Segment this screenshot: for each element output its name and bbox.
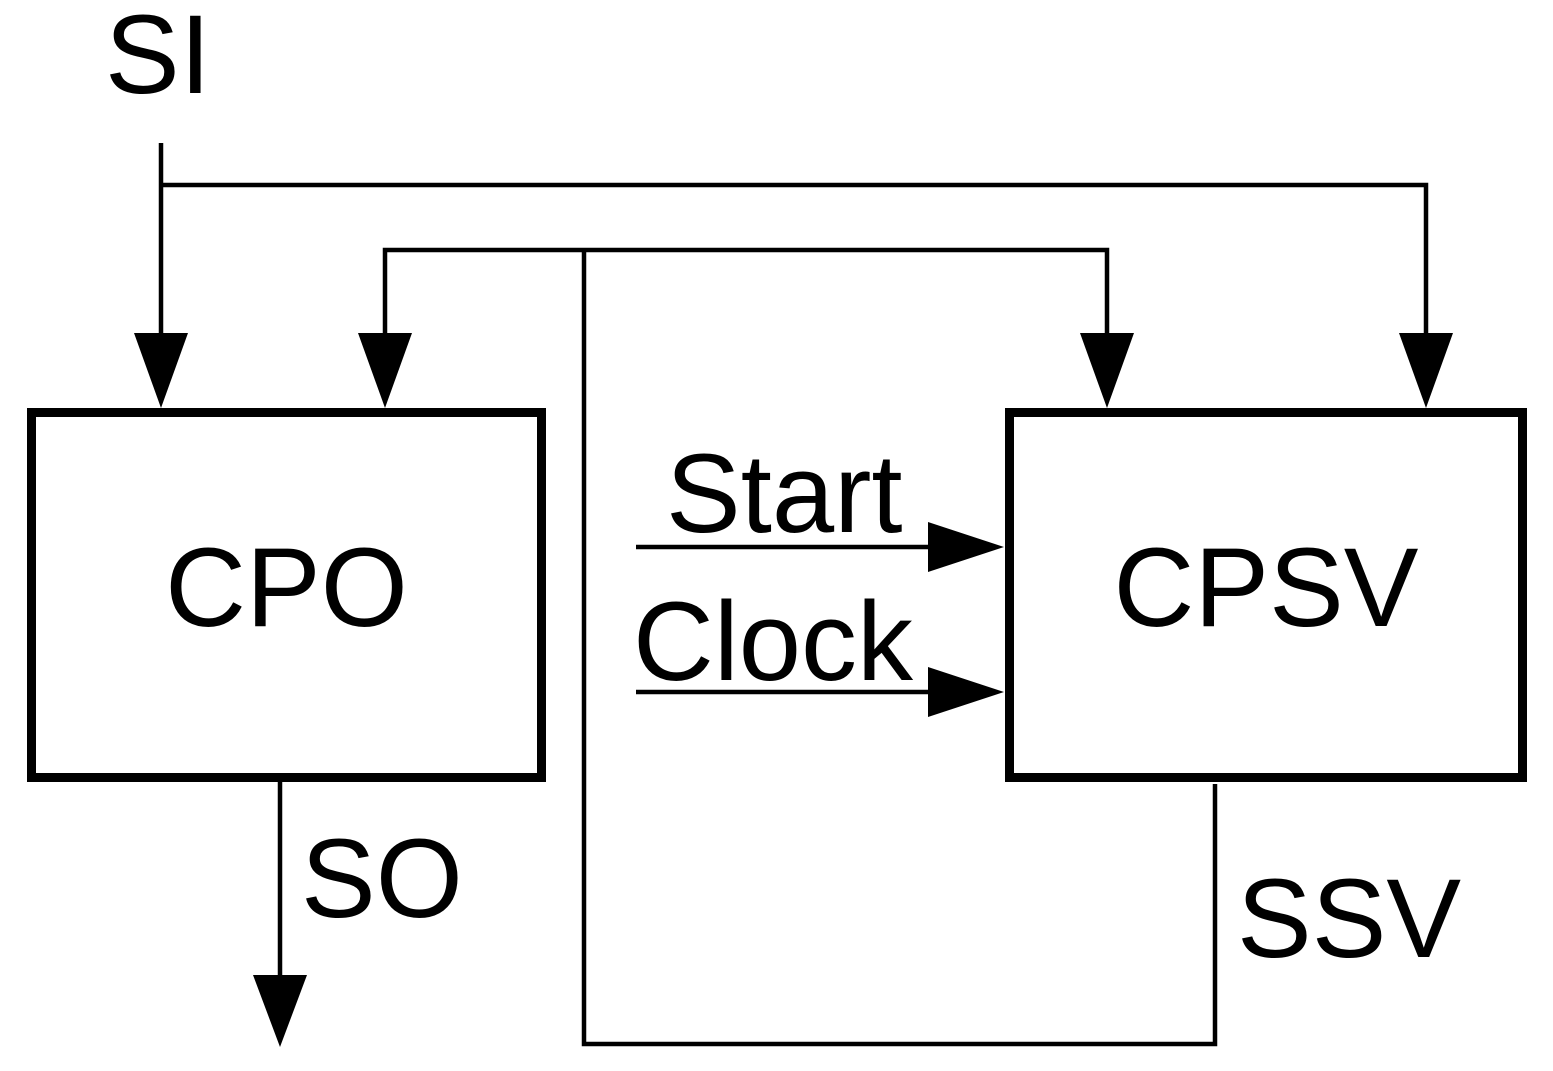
- start-signal-label: Start: [666, 431, 903, 556]
- ssv-cpo-arrowhead: [358, 333, 412, 408]
- si-cpsv-arrowhead: [1399, 333, 1453, 408]
- ssv-distribution-wire: [382, 247, 1110, 345]
- clock-signal-label: Clock: [633, 579, 914, 704]
- ssv-signal-label: SSV: [1237, 856, 1462, 981]
- si-cpo-arrowhead: [134, 333, 188, 408]
- so-signal-label: SO: [301, 816, 463, 941]
- start-arrowhead: [928, 522, 1004, 572]
- ssv-cpsv-arrowhead: [1080, 333, 1134, 408]
- cpsv-block: CPSV: [1005, 408, 1527, 782]
- si-signal-label: SI: [105, 0, 211, 117]
- cpo-block: CPO: [27, 408, 546, 782]
- ssv-feedback-wire: [581, 250, 1218, 1047]
- so-arrowhead: [253, 975, 307, 1047]
- clock-arrowhead: [928, 667, 1004, 717]
- si-branch-wire: [161, 182, 1429, 345]
- cpsv-block-label: CPSV: [1113, 525, 1419, 650]
- cpo-block-label: CPO: [165, 525, 408, 650]
